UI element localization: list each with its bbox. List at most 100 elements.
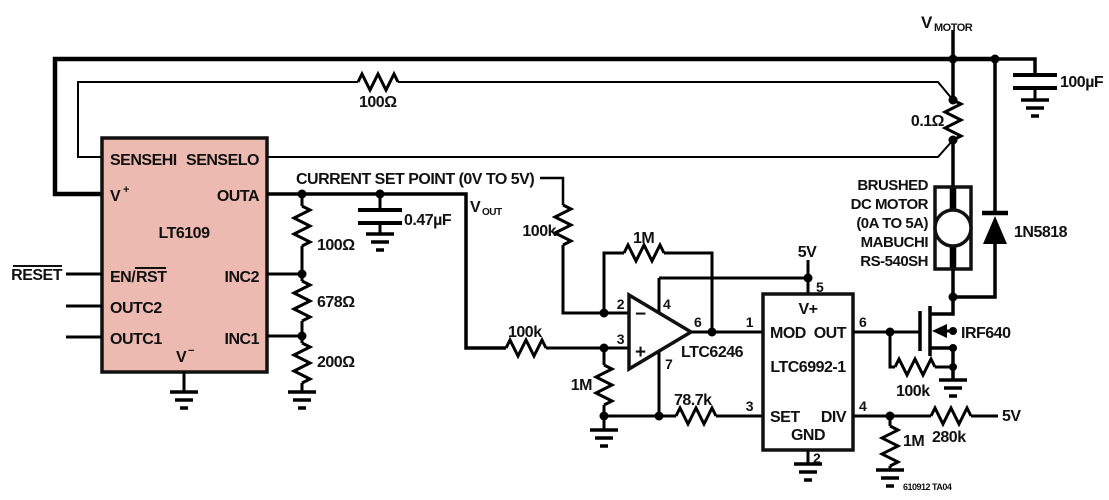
resistor-in-bottom-zigzag (504, 338, 548, 358)
resistor-div-5v-zigzag (929, 406, 973, 426)
opamp-pin6-label: 6 (694, 314, 702, 330)
opamp-pin2-label: 2 (617, 296, 625, 312)
ltc6992-pin4-label: 4 (859, 398, 867, 414)
ltc6992-pin-out: OUT (814, 325, 847, 342)
resistor-in-top-zigzag (553, 203, 573, 247)
bulk-capacitor (1011, 73, 1059, 118)
footer-code: 610912 TA04 (903, 482, 952, 492)
div-gnd-resistor-label: 1M (903, 433, 924, 450)
bulk-cap-label: 100µF (1060, 74, 1104, 91)
resistor-chain2-zigzag (292, 279, 312, 323)
junction-dots (297, 54, 1000, 421)
resistor-filter-zigzag (356, 72, 400, 92)
lt6109-pin-en-prefix: EN/ (110, 269, 136, 286)
motor-desc-line4: MABUCHI (861, 234, 929, 251)
lt6109-pin-en-rst: RST (136, 269, 167, 286)
resistor-chain1-zigzag (292, 204, 312, 248)
lt6109-pin-sensehi: SENSEHI (110, 152, 177, 169)
ltc6992-pin-vplus: V+ (798, 301, 817, 318)
lt6109-pin-vplus: V (110, 188, 121, 205)
chain-r2-label: 678Ω (317, 294, 355, 311)
lt6109-pin-vminus: V (176, 349, 187, 366)
ltc6992-pin3-label: 3 (746, 398, 754, 414)
opamp-gnd-resistor-label: 1M (571, 377, 592, 394)
div-5v-resistor-label: 280k (932, 429, 966, 446)
rin-bottom-label: 100k (508, 324, 542, 341)
vout-sub-label: OUT (482, 207, 502, 218)
sense-resistor-label: 0.1Ω (911, 113, 945, 130)
supply-loop-wires (52, 30, 1037, 197)
ground-ltc6992 (792, 462, 824, 482)
chain-r1-label: 100Ω (317, 237, 355, 254)
vout-label: V (470, 199, 481, 216)
opamp-pin7-label: 7 (665, 356, 673, 372)
motor-desc-line5: RS-540SH (860, 253, 928, 270)
vmotor-label: V (921, 13, 933, 32)
resistor-set-zigzag (674, 406, 718, 426)
diode-1n5818 (953, 59, 1008, 299)
filter-resistor-label: 100Ω (359, 94, 397, 111)
ltc6992-pin5-label: 5 (816, 279, 824, 295)
opamp-part-label: LTC6246 (681, 344, 744, 361)
gate-resistor-label: 100k (896, 383, 930, 400)
vmotor-sub-label: MOTOR (934, 22, 973, 34)
lt6109-pin-outa: OUTA (217, 188, 260, 205)
motor-symbol (933, 185, 973, 297)
ltc6992-pin-set: SET (770, 409, 800, 426)
ground-mosfet-source (937, 378, 969, 398)
setpoint-cap-label: 0.47µF (404, 212, 452, 229)
lt6109-pin-vplus-sup: + (123, 184, 129, 196)
labels: V MOTOR 100µF 100Ω 0.1Ω 1N5818 BRUSHED D… (11, 13, 1104, 492)
sense-resistor (943, 98, 963, 187)
ltc6992-pin2-label: 2 (813, 450, 821, 466)
motor-desc-line2: DC MOTOR (851, 196, 929, 213)
ground-lt6109 (168, 390, 200, 410)
supply-5v-right-label: 5V (1002, 408, 1021, 425)
opamp-minus-label: − (635, 304, 646, 325)
feedback-resistor-label: 1M (633, 230, 654, 247)
ltc6992-pin-mod: MOD (770, 325, 806, 342)
sense-wires (77, 72, 954, 158)
resistor-chain3-zigzag (292, 341, 312, 385)
opamp-pin3-label: 3 (617, 331, 625, 347)
lt6109-pin-inc1: INC1 (225, 331, 260, 348)
ltc6992-pin-div: DIV (821, 409, 847, 426)
ground-div (874, 468, 906, 488)
mosfet-irf640 (888, 297, 969, 398)
mosfet-label: IRF640 (961, 325, 1011, 342)
resistor-opamp-gnd-zigzag (594, 363, 614, 407)
diode-label: 1N5818 (1014, 224, 1068, 241)
resistor-feedback-zigzag (622, 243, 666, 263)
outa-net (267, 192, 506, 410)
opamp-plus-label: + (635, 342, 646, 363)
lt6109-part-label: LT6109 (159, 225, 211, 242)
ltc6992-part-label: LTC6992-1 (770, 359, 846, 376)
motor-desc-line3: (0A TO 5A) (856, 215, 928, 232)
motor-desc-line1: BRUSHED (857, 177, 928, 194)
ic-ltc6992 (761, 292, 998, 488)
ground-setpoint-cap (364, 232, 396, 252)
chain-r3-label: 200Ω (317, 354, 355, 371)
ground-chain (286, 390, 318, 410)
ltc6992-pin1-label: 1 (746, 314, 754, 330)
rin-top-label: 100k (522, 223, 556, 240)
ic-lt6109 (66, 136, 269, 410)
set-resistor-label: 78.7k (674, 392, 712, 409)
lt6109-pin-outc1: OUTC1 (110, 331, 162, 348)
ground-bulk-cap (1019, 98, 1051, 118)
lt6109-pin-outc2: OUTC2 (110, 300, 162, 317)
resistor-div-gnd-zigzag (880, 424, 900, 468)
opamp-pin4-label: 4 (663, 296, 671, 312)
lt6109-pin-vminus-sup: − (188, 345, 194, 357)
capacitor-setpoint (356, 208, 404, 225)
lt6109-pin-inc2: INC2 (225, 269, 260, 286)
reset-label: RESET (11, 267, 63, 284)
resistor-gate-zigzag (893, 357, 937, 377)
setpoint-label: CURRENT SET POINT (0V TO 5V) (296, 171, 534, 188)
ground-opamp (588, 428, 620, 448)
ltc6992-pin6-label: 6 (859, 314, 867, 330)
supply-5v-mid-label: 5V (798, 244, 817, 261)
ltc6992-pin-gnd: GND (791, 427, 825, 444)
